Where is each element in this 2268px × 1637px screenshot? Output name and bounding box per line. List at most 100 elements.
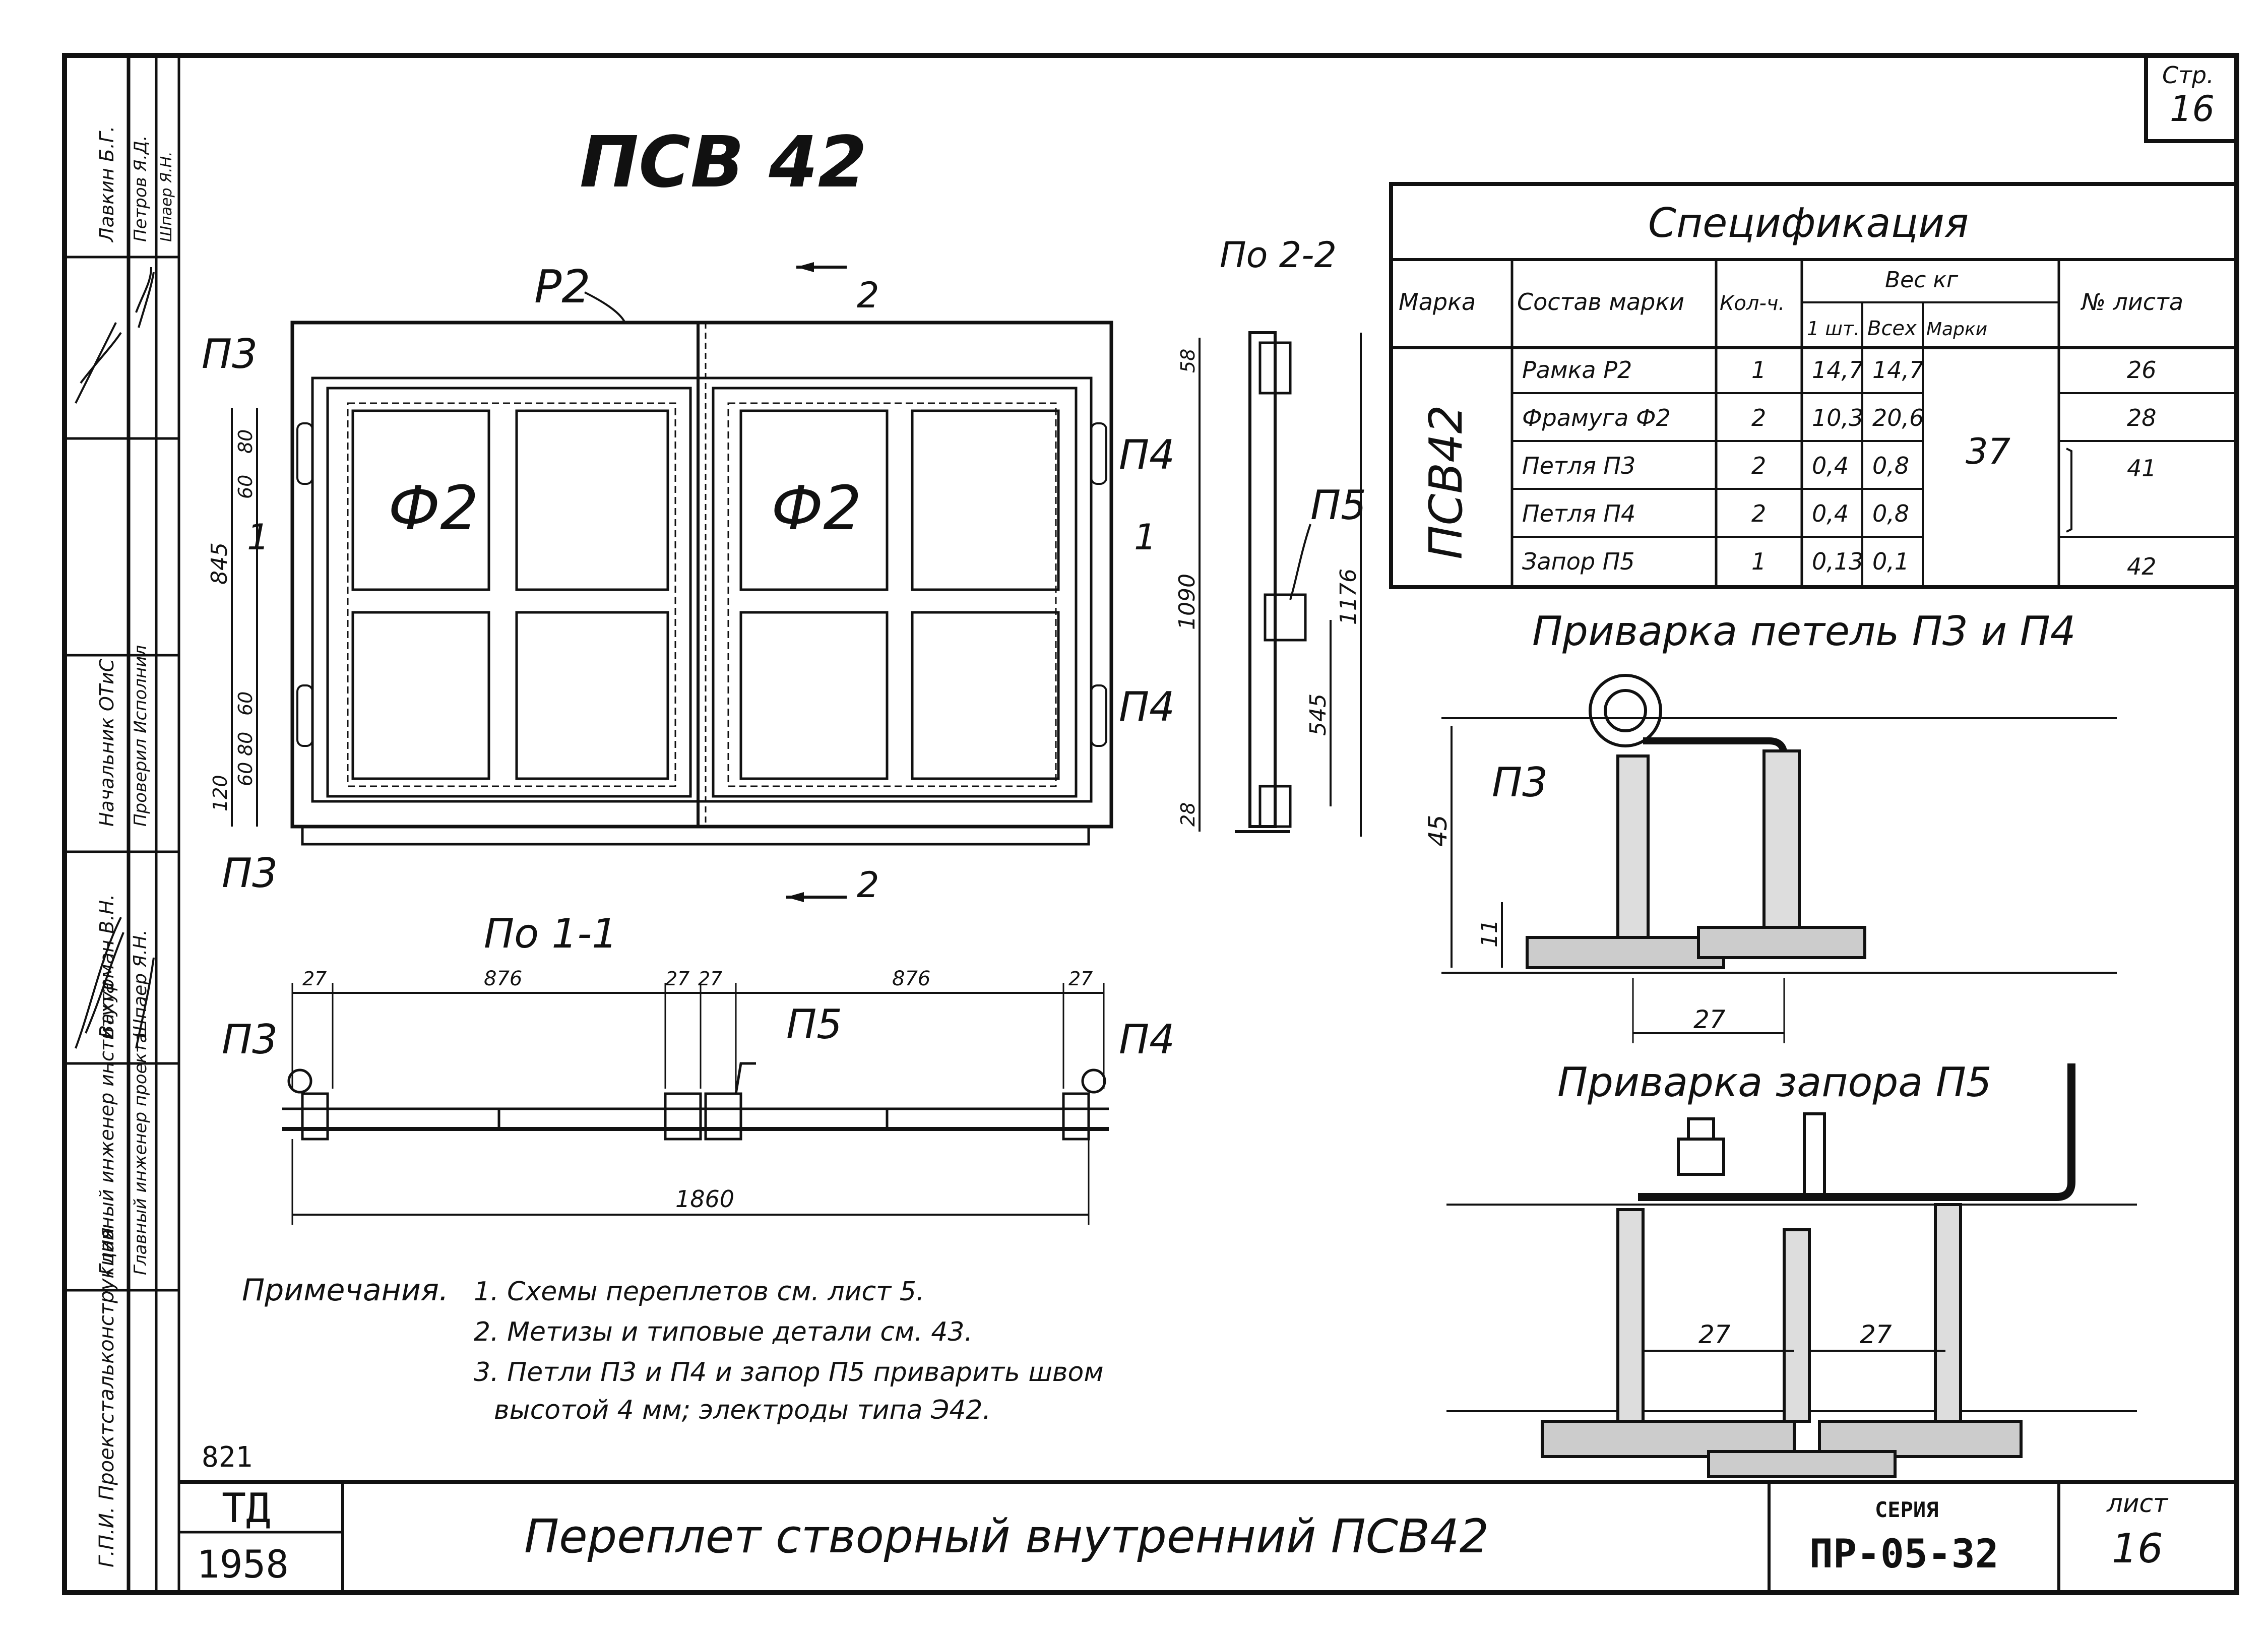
page-corner-number: 16 bbox=[2170, 88, 2215, 130]
spec-title: Спецификация bbox=[1648, 200, 1969, 246]
outer-frame bbox=[62, 53, 2239, 1595]
section-mark-1-right: 1 bbox=[1134, 517, 1157, 558]
notes-heading: Примечания. bbox=[242, 1273, 449, 1308]
plan-label-p3: П3 bbox=[222, 1016, 278, 1063]
hinge-label-p4-top: П4 bbox=[1119, 431, 1175, 478]
stamp-chief-engineer-project: Главный инженер проекта bbox=[131, 1032, 151, 1275]
side-dim-545: 545 bbox=[1305, 694, 1331, 736]
detail-latch: Приварка запора П5 27 27 bbox=[1446, 1059, 2137, 1478]
plan-dim-27-c: 27 bbox=[698, 968, 722, 990]
plan-label-p4: П4 bbox=[1119, 1016, 1175, 1063]
frame-label: Р2 bbox=[534, 261, 591, 313]
spec-header-w-one: 1 шт. bbox=[1807, 318, 1860, 340]
spec-header-sheet-no: № листа bbox=[2080, 288, 2183, 316]
title-block-org: ТД bbox=[222, 1485, 270, 1532]
plan-dim-27-d: 27 bbox=[1068, 968, 1093, 990]
spec-table: Спецификация Марка Состав марки Кол-ч. В… bbox=[1389, 182, 2239, 589]
spec-row-qty: 2 bbox=[1751, 500, 1766, 527]
spec-row-all: 20,6 bbox=[1872, 404, 1924, 431]
spec-row-one: 0,13 bbox=[1812, 548, 1863, 575]
spec-header-qty: Кол-ч. bbox=[1720, 292, 1785, 315]
drawing-title: ПСВ 42 bbox=[580, 121, 867, 204]
side-view: По 2-2 П5 1176 545 bbox=[1220, 234, 1366, 837]
spec-header-composition: Состав марки bbox=[1517, 288, 1684, 316]
title-block-code: 821 bbox=[202, 1441, 253, 1474]
spec-row-all: 0,8 bbox=[1872, 500, 1909, 527]
hinge-label-p3-top: П3 bbox=[202, 331, 258, 377]
spec-row-qty: 2 bbox=[1751, 404, 1766, 431]
spec-row-item: Фрамуга Ф2 bbox=[1522, 404, 1671, 431]
side-latch-label: П5 bbox=[1310, 482, 1366, 529]
detail-hinge-title: Приварка петель П3 и П4 bbox=[1532, 608, 2076, 655]
side-dim-1176: 1176 bbox=[1336, 569, 1361, 625]
dim-left-60-low: 60 bbox=[234, 762, 257, 786]
spec-header-w-mark: Марки bbox=[1926, 319, 1987, 340]
title-block-sheet-label: лист bbox=[2106, 1489, 2169, 1518]
spec-row-sheet: 41 bbox=[2127, 455, 2157, 482]
stamp-org: Г.П.И. Проектстальконструкция bbox=[95, 1227, 118, 1567]
stamp-name-vakhurman: Вахурман В.Н. bbox=[96, 894, 118, 1038]
detail-hinge-dim-27: 27 bbox=[1693, 1005, 1726, 1034]
plan-label-p5: П5 bbox=[786, 1001, 842, 1048]
stamp-head-otis: Начальник ОТиС bbox=[96, 658, 118, 827]
hinge-label-p3-bottom: П3 bbox=[222, 850, 278, 897]
sash-label-right: Ф2 bbox=[771, 474, 862, 544]
dim-left-60-bottom: 60 bbox=[234, 691, 257, 716]
title-block-series-label: СЕРИЯ bbox=[1875, 1497, 1938, 1522]
detail-latch-dim-27-a: 27 bbox=[1698, 1320, 1731, 1349]
sash-label-left: Ф2 bbox=[388, 474, 479, 544]
notes: Примечания. 1. Схемы переплетов см. лист… bbox=[242, 1273, 1104, 1425]
plan-dim-27-b: 27 bbox=[665, 968, 689, 990]
note-item-4: высотой 4 мм; электроды типа Э42. bbox=[494, 1395, 991, 1425]
spec-row-one: 0,4 bbox=[1812, 452, 1849, 479]
title-block-drawing-name: Переплет створный внутренний ПСВ42 bbox=[524, 1509, 1489, 1563]
section-mark-bottom: 2 bbox=[857, 864, 879, 906]
spec-row-qty: 2 bbox=[1751, 452, 1766, 479]
plan-view: По 1-1 27 876 27 27 876 27 П3 П5 П4 bbox=[222, 910, 1175, 1225]
title-block-year: 1958 bbox=[197, 1542, 289, 1587]
spec-row-item: Рамка Р2 bbox=[1522, 356, 1632, 384]
spec-row-all: 0,1 bbox=[1872, 548, 1909, 575]
note-item-2: 2. Метизы и типовые детали см. 43. bbox=[474, 1317, 973, 1347]
title-block-series: ПР-05-32 bbox=[1809, 1532, 1999, 1577]
detail-latch-dim-27-b: 27 bbox=[1860, 1320, 1892, 1349]
spec-row-one: 0,4 bbox=[1812, 500, 1849, 527]
title-block: 821 ТД 1958 Переплет створный внутренний… bbox=[179, 1441, 2237, 1593]
spec-row-one: 14,7 bbox=[1812, 356, 1863, 384]
dim-left-80-top: 80 bbox=[234, 429, 257, 454]
spec-row-all: 0,8 bbox=[1872, 452, 1909, 479]
dim-right-58: 58 bbox=[1177, 349, 1199, 373]
stamp-name-shpaer-2: Шпаер Я.Н. bbox=[158, 151, 175, 242]
dim-left-120: 120 bbox=[209, 775, 231, 811]
spec-row-sheet: 28 bbox=[2127, 404, 2157, 431]
page-corner-box: Стр. 16 bbox=[2144, 53, 2239, 143]
spec-row-item: Петля П4 bbox=[1522, 500, 1635, 527]
plan-dim-876-b: 876 bbox=[892, 967, 930, 990]
detail-hinge-dim-45: 45 bbox=[1423, 814, 1453, 847]
detail-hinge: Приварка петель П3 и П4 П3 45 11 27 bbox=[1423, 608, 2117, 1043]
spec-row-qty: 1 bbox=[1751, 356, 1766, 384]
stamp-name-petrov: Петров Я.Д. bbox=[131, 136, 151, 242]
side-stamp: Г.П.И. Проектстальконструкция Главный ин… bbox=[65, 55, 180, 1593]
spec-header-weight: Вес кг bbox=[1885, 267, 1959, 293]
section-mark-top: 2 bbox=[857, 275, 879, 316]
detail-hinge-dim-11: 11 bbox=[1477, 919, 1502, 948]
stamp-name-lavkin: Лавкин Б.Г. bbox=[96, 126, 118, 243]
note-item-3: 3. Петли П3 и П4 и запор П5 приварить шв… bbox=[474, 1357, 1104, 1388]
page-corner-label: Стр. bbox=[2162, 61, 2214, 89]
dim-right-28: 28 bbox=[1177, 802, 1199, 827]
plan-dim-27-a: 27 bbox=[302, 968, 327, 990]
detail-hinge-label: П3 bbox=[1492, 759, 1548, 806]
stamp-name-shpaer: Шпаер Я.Н. bbox=[130, 929, 151, 1038]
spec-row-one: 10,3 bbox=[1812, 404, 1863, 431]
dim-left-60-top: 60 bbox=[234, 475, 257, 499]
title-block-sheet-no: 16 bbox=[2112, 1525, 2163, 1572]
plan-view-title: По 1-1 bbox=[484, 910, 617, 957]
side-view-title: По 2-2 bbox=[1220, 234, 1337, 276]
detail-latch-title: Приварка запора П5 bbox=[1557, 1059, 1992, 1106]
spec-row-item: Петля П3 bbox=[1522, 452, 1635, 479]
dim-left-80-bottom: 80 bbox=[234, 732, 257, 756]
plan-dim-1860: 1860 bbox=[675, 1185, 734, 1213]
